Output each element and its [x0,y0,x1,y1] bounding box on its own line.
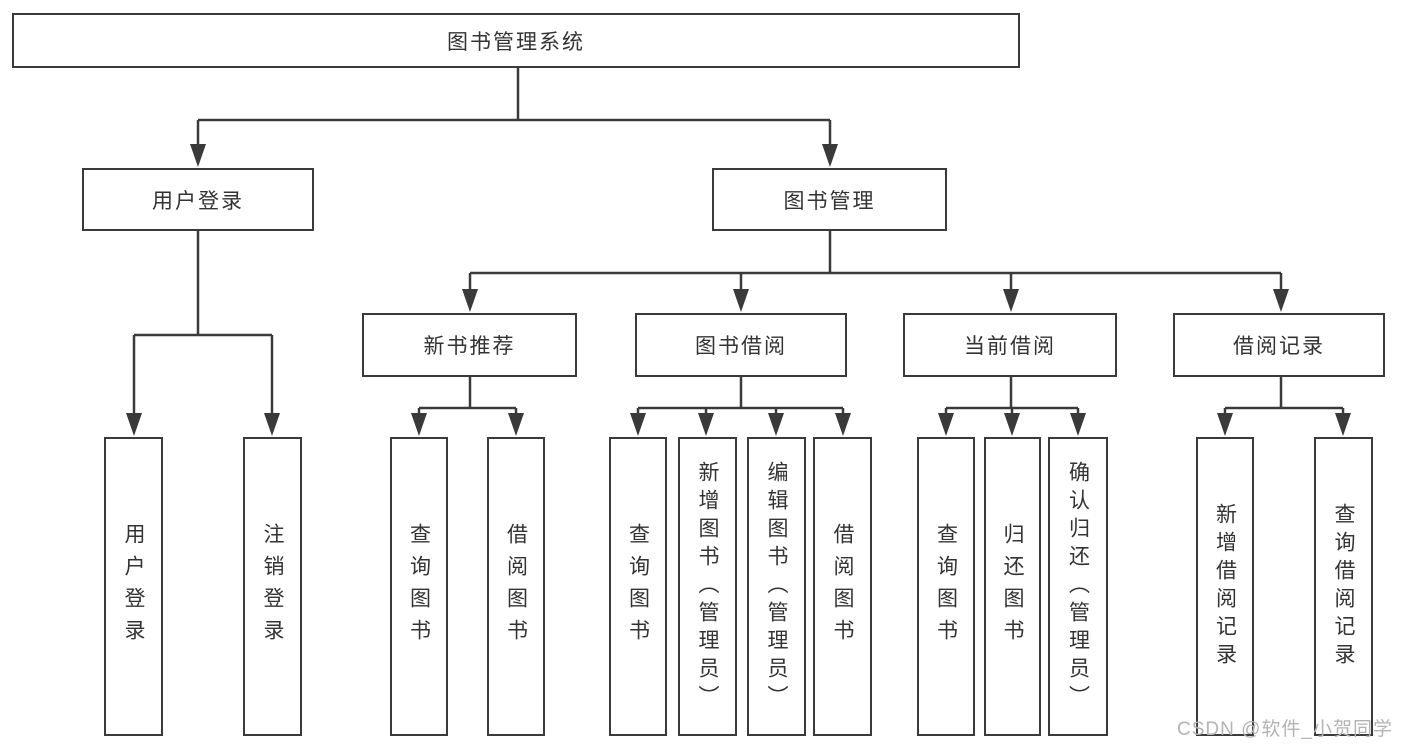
node-new-book-recommend: 新书推荐 [362,313,577,377]
leaf-query-books-1: 查询图书 [390,437,448,736]
leaf-borrow-books-2: 借阅图书 [813,437,872,736]
node-book-borrow: 图书借阅 [635,313,847,377]
leaf-label: 归还图书 [1001,522,1024,651]
node-label: 当前借阅 [964,335,1056,358]
node-library-management-system: 图书管理系统 [12,13,1020,68]
node-label: 新书推荐 [423,335,516,358]
leaf-borrow-books-1: 借阅图书 [487,437,545,736]
csdn-watermark: CSDN @软件_小贺同学 [1177,719,1393,740]
node-borrow-records: 借阅记录 [1173,313,1385,377]
leaf-label: 确认归还（管理员） [1066,460,1090,713]
leaf-label: 新增图书（管理员） [696,460,719,713]
leaf-return-book: 归还图书 [984,437,1041,736]
leaf-label: 编辑图书（管理员） [765,460,788,713]
leaf-logout: 注销登录 [243,437,302,736]
node-label: 借阅记录 [1233,335,1325,358]
leaf-confirm-return-admin: 确认归还（管理员） [1048,437,1108,736]
node-label: 图书管理系统 [447,30,585,54]
node-current-borrow: 当前借阅 [903,313,1117,377]
leaf-label: 用户登录 [122,522,145,651]
node-label: 图书管理 [783,189,876,213]
leaf-label: 查询借阅记录 [1332,502,1355,671]
node-label: 图书借阅 [695,335,787,358]
leaf-label: 查询图书 [626,522,650,651]
leaf-query-borrow-record: 查询借阅记录 [1314,437,1373,736]
leaf-label: 新增借阅记录 [1213,502,1237,671]
leaf-add-borrow-record: 新增借阅记录 [1196,437,1254,736]
leaf-query-books-3: 查询图书 [917,437,975,736]
leaf-edit-book-admin: 编辑图书（管理员） [747,437,806,736]
node-label: 用户登录 [152,189,244,213]
leaf-query-books-2: 查询图书 [609,437,667,736]
leaf-label: 查询图书 [407,522,431,651]
leaf-label: 查询图书 [934,522,958,651]
leaf-user-login: 用户登录 [104,437,163,736]
node-user-login-branch: 用户登录 [82,168,314,231]
leaf-label: 借阅图书 [504,522,528,651]
leaf-add-book-admin: 新增图书（管理员） [678,437,737,736]
leaf-label: 注销登录 [261,522,284,651]
leaf-label: 借阅图书 [831,522,854,651]
node-book-management-branch: 图书管理 [712,168,947,231]
